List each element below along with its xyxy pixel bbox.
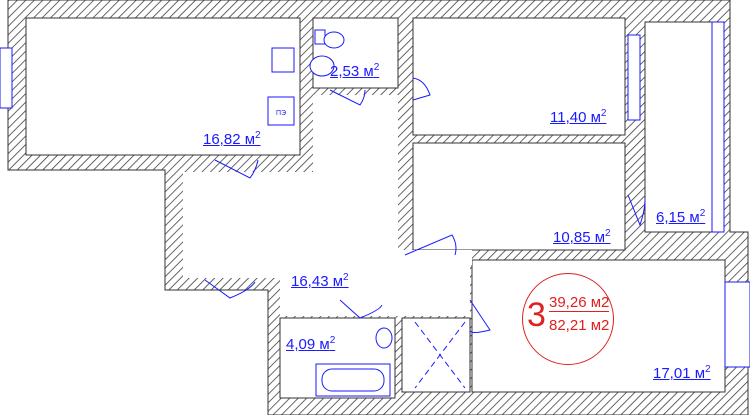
apartment-badge: 3 39,26 м2 82,21 м2 <box>522 273 614 365</box>
area-label-living-room: 16,82 м2 <box>203 130 261 148</box>
stove-label: ПЭ <box>276 110 286 117</box>
bedroom-2-floor <box>412 142 626 251</box>
area-label-room-3: 17,01 м2 <box>653 364 711 382</box>
washbasin-icon <box>309 55 335 77</box>
window <box>724 281 750 368</box>
wc-floor <box>312 17 399 89</box>
doors <box>204 77 646 333</box>
living-area: 39,26 м2 <box>549 294 610 312</box>
toilet-icon <box>314 29 326 45</box>
area-label-hall: 16,43 м2 <box>291 272 349 290</box>
area-label-balcony: 6,15 м2 <box>656 208 706 226</box>
area-label-bedroom-2: 10,85 м2 <box>553 228 611 246</box>
window <box>627 34 641 121</box>
window <box>0 47 13 109</box>
total-area: 82,21 м2 <box>549 317 610 334</box>
window <box>711 21 725 233</box>
room-count: 3 <box>527 296 546 334</box>
fixtures <box>267 29 393 397</box>
stove-icon <box>267 96 295 126</box>
area-label-bedroom-1: 11,40 м2 <box>550 108 607 126</box>
balcony-floor <box>644 21 721 233</box>
washbasin-icon <box>375 327 393 349</box>
living-room-floor <box>25 17 301 156</box>
area-label-wc: 2,53 м2 <box>330 62 380 80</box>
kitchen-sink-icon <box>271 47 295 73</box>
bedroom-1-floor <box>412 17 626 136</box>
area-label-bathroom: 4,09 м2 <box>286 335 336 353</box>
